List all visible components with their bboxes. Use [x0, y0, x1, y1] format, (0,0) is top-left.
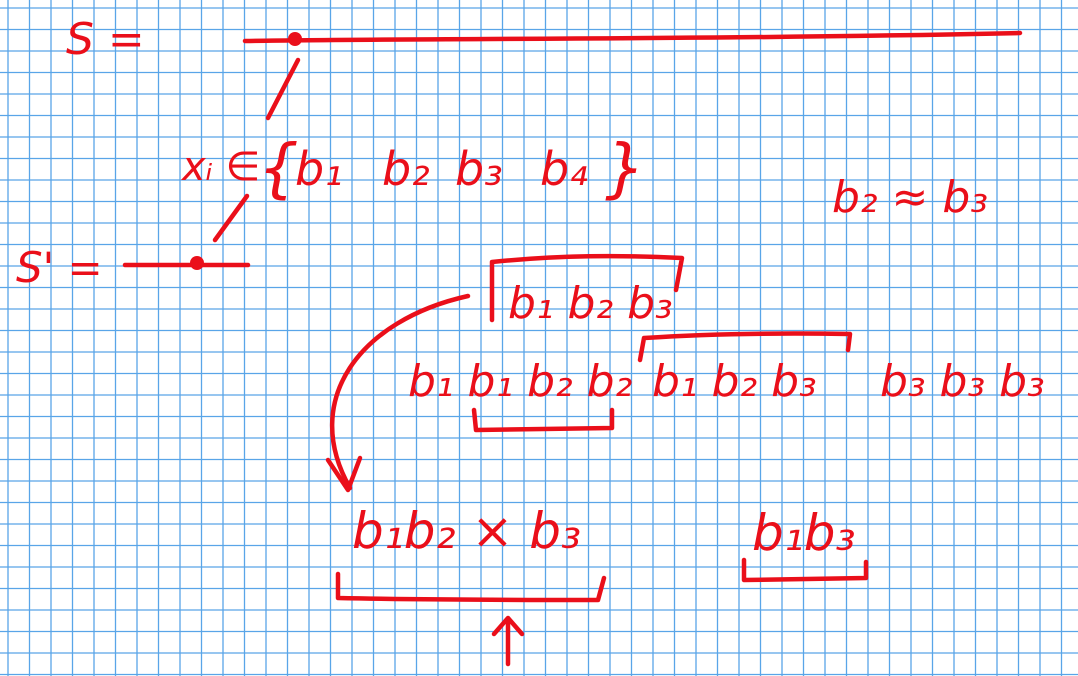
- set-open-brace: {: [258, 132, 299, 206]
- set-prefix: xᵢ ∈: [180, 144, 260, 190]
- curved-arrowhead: [325, 455, 363, 493]
- s-prime-label: S' =: [16, 243, 103, 292]
- s-line: [242, 30, 1023, 44]
- set-item-b1: b₁: [295, 142, 343, 196]
- sequence-underbracket: [471, 407, 615, 433]
- s-marker-dot: [288, 32, 302, 46]
- pattern-bracket: [489, 253, 685, 323]
- s-prime-marker-dot: [190, 256, 204, 270]
- sequence-part1: b₁ b₁ b₂ b₂: [408, 356, 632, 407]
- sequence-bracket-top: [637, 331, 853, 363]
- curved-arrow: [330, 293, 471, 491]
- result-left-underbracket: [335, 571, 607, 603]
- set-item-b3: b₃: [455, 142, 503, 196]
- set-item-b2: b₂: [382, 142, 430, 196]
- sequence-part3: b₃ b₃ b₃: [880, 356, 1045, 407]
- s-label: S =: [66, 14, 145, 65]
- set-close-brace: }: [605, 132, 646, 206]
- boxed-pattern: b₁ b₂ b₃: [508, 278, 673, 329]
- connector-upper: [265, 57, 301, 121]
- sequence-part2: b₁ b₂ b₃: [652, 356, 817, 407]
- result-right: b₁b₃: [752, 504, 856, 562]
- up-arrow: [491, 615, 525, 667]
- relation-note: b₂ ≈ b₃: [832, 172, 988, 223]
- result-left: b₁b₂ × b₃: [352, 502, 581, 560]
- set-item-b4: b₄: [540, 142, 588, 196]
- connector-lower: [212, 193, 250, 243]
- result-right-underbracket: [741, 557, 869, 583]
